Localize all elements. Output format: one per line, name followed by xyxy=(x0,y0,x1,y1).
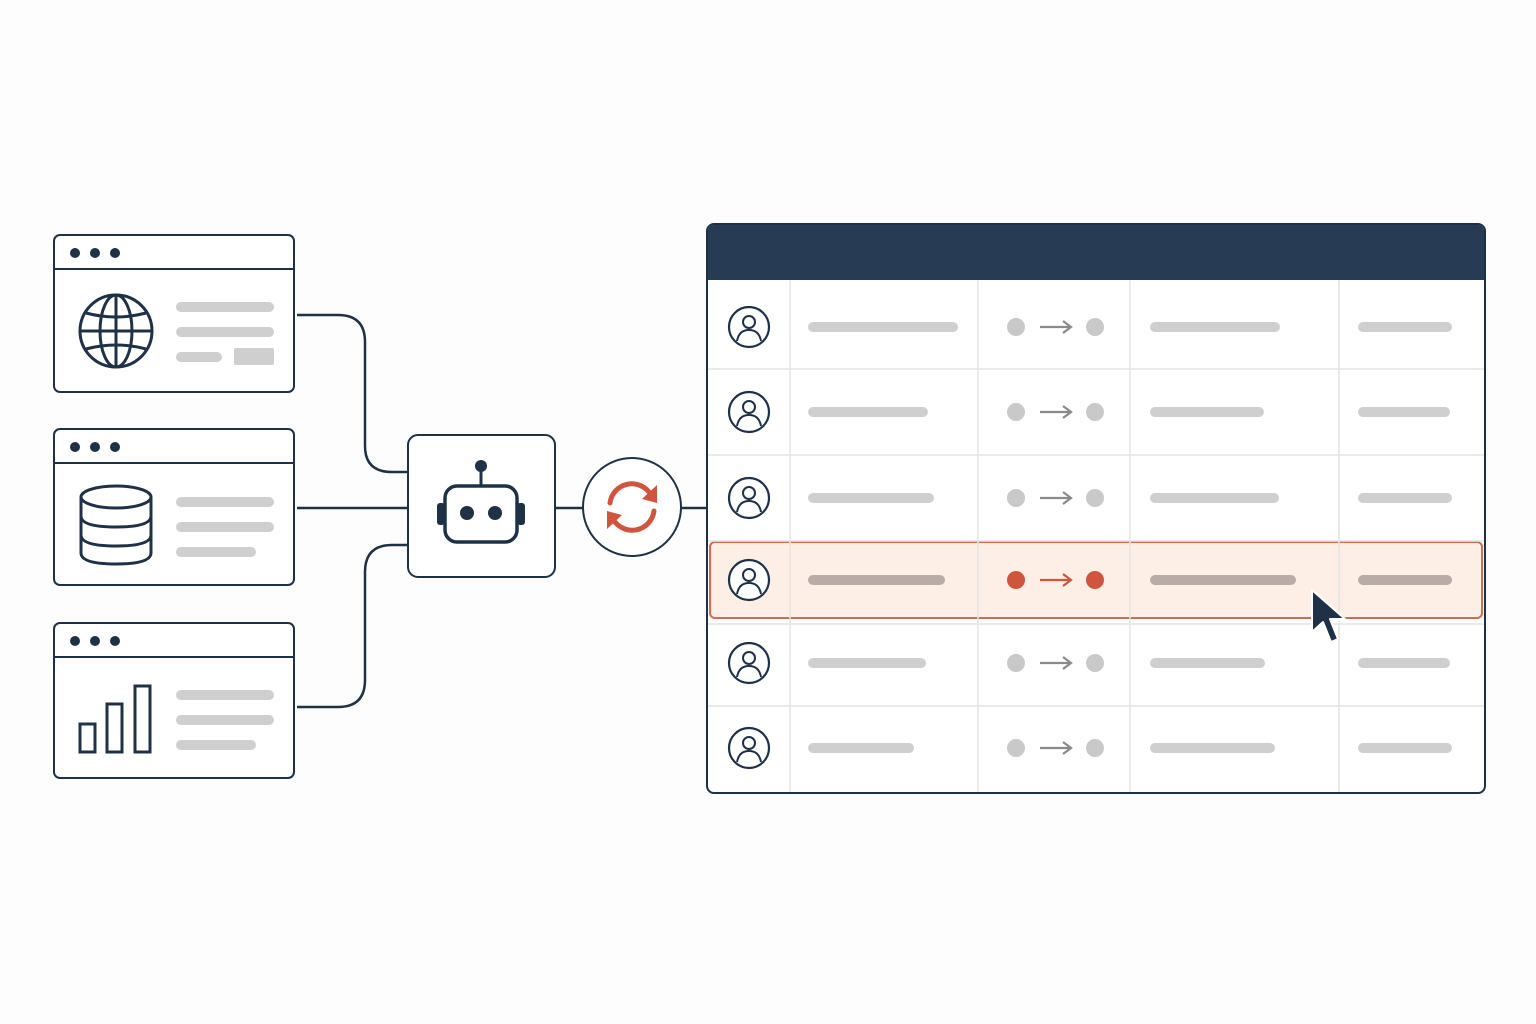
placeholder-line xyxy=(176,352,222,362)
mapping-source-dot xyxy=(1007,654,1025,672)
placeholder-line xyxy=(176,715,274,725)
arrow-right-icon xyxy=(1062,405,1073,419)
globe-icon xyxy=(78,293,154,369)
placeholder-line xyxy=(176,522,274,532)
window-dot xyxy=(70,248,80,258)
bar-chart-icon xyxy=(78,684,152,754)
avatar-body xyxy=(736,664,762,678)
source-window-web xyxy=(53,234,295,393)
data-table xyxy=(706,223,1486,794)
mapping-target-dot xyxy=(1086,654,1104,672)
window-dot xyxy=(110,636,120,646)
placeholder-line xyxy=(176,497,274,507)
placeholder-line xyxy=(176,547,256,557)
arrow-right-icon xyxy=(1062,573,1073,587)
window-dot xyxy=(90,636,100,646)
mapping-source-dot xyxy=(1007,489,1025,507)
sync-node xyxy=(582,457,682,557)
placeholder-block xyxy=(234,348,274,365)
mapping-source-dot xyxy=(1007,403,1025,421)
avatar-body xyxy=(736,581,762,595)
mapping-source-dot xyxy=(1007,571,1025,589)
database-icon xyxy=(79,484,153,566)
source-window-database xyxy=(53,428,295,586)
window-titlebar xyxy=(55,236,293,270)
mapping-target-dot xyxy=(1086,403,1104,421)
window-dot xyxy=(70,442,80,452)
arrow-right-icon xyxy=(1062,741,1073,755)
placeholder-line xyxy=(176,740,256,750)
mapping-source-dot xyxy=(1007,318,1025,336)
avatar-body xyxy=(736,328,762,342)
mouse-pointer-icon xyxy=(1311,589,1346,643)
table-grid xyxy=(708,280,1484,792)
arrow-right-icon xyxy=(1062,656,1073,670)
window-dot xyxy=(90,442,100,452)
sync-icon xyxy=(607,481,657,533)
window-titlebar xyxy=(55,430,293,464)
mapping-source-dot xyxy=(1007,739,1025,757)
window-dot xyxy=(70,636,80,646)
placeholder-line xyxy=(176,302,274,312)
arrow-right-icon xyxy=(1062,320,1073,334)
avatar-head xyxy=(742,568,756,582)
avatar-head xyxy=(742,400,756,414)
window-dot xyxy=(110,248,120,258)
window-dot xyxy=(90,248,100,258)
arrow-right-icon xyxy=(1062,491,1073,505)
avatar-head xyxy=(742,651,756,665)
avatar-body xyxy=(736,413,762,427)
mapping-target-dot xyxy=(1086,739,1104,757)
mapping-target-dot xyxy=(1086,571,1104,589)
mapping-target-dot xyxy=(1086,489,1104,507)
window-titlebar xyxy=(55,624,293,658)
avatar-head xyxy=(742,736,756,750)
avatar-body xyxy=(736,499,762,513)
placeholder-line xyxy=(176,690,274,700)
window-dot xyxy=(110,442,120,452)
table-header xyxy=(708,225,1484,280)
avatar-head xyxy=(742,486,756,500)
agent-box xyxy=(407,434,556,578)
avatar-head xyxy=(742,315,756,329)
source-window-analytics xyxy=(53,622,295,779)
avatar-body xyxy=(736,749,762,763)
robot-icon xyxy=(437,460,525,544)
mapping-target-dot xyxy=(1086,318,1104,336)
placeholder-line xyxy=(176,327,274,337)
